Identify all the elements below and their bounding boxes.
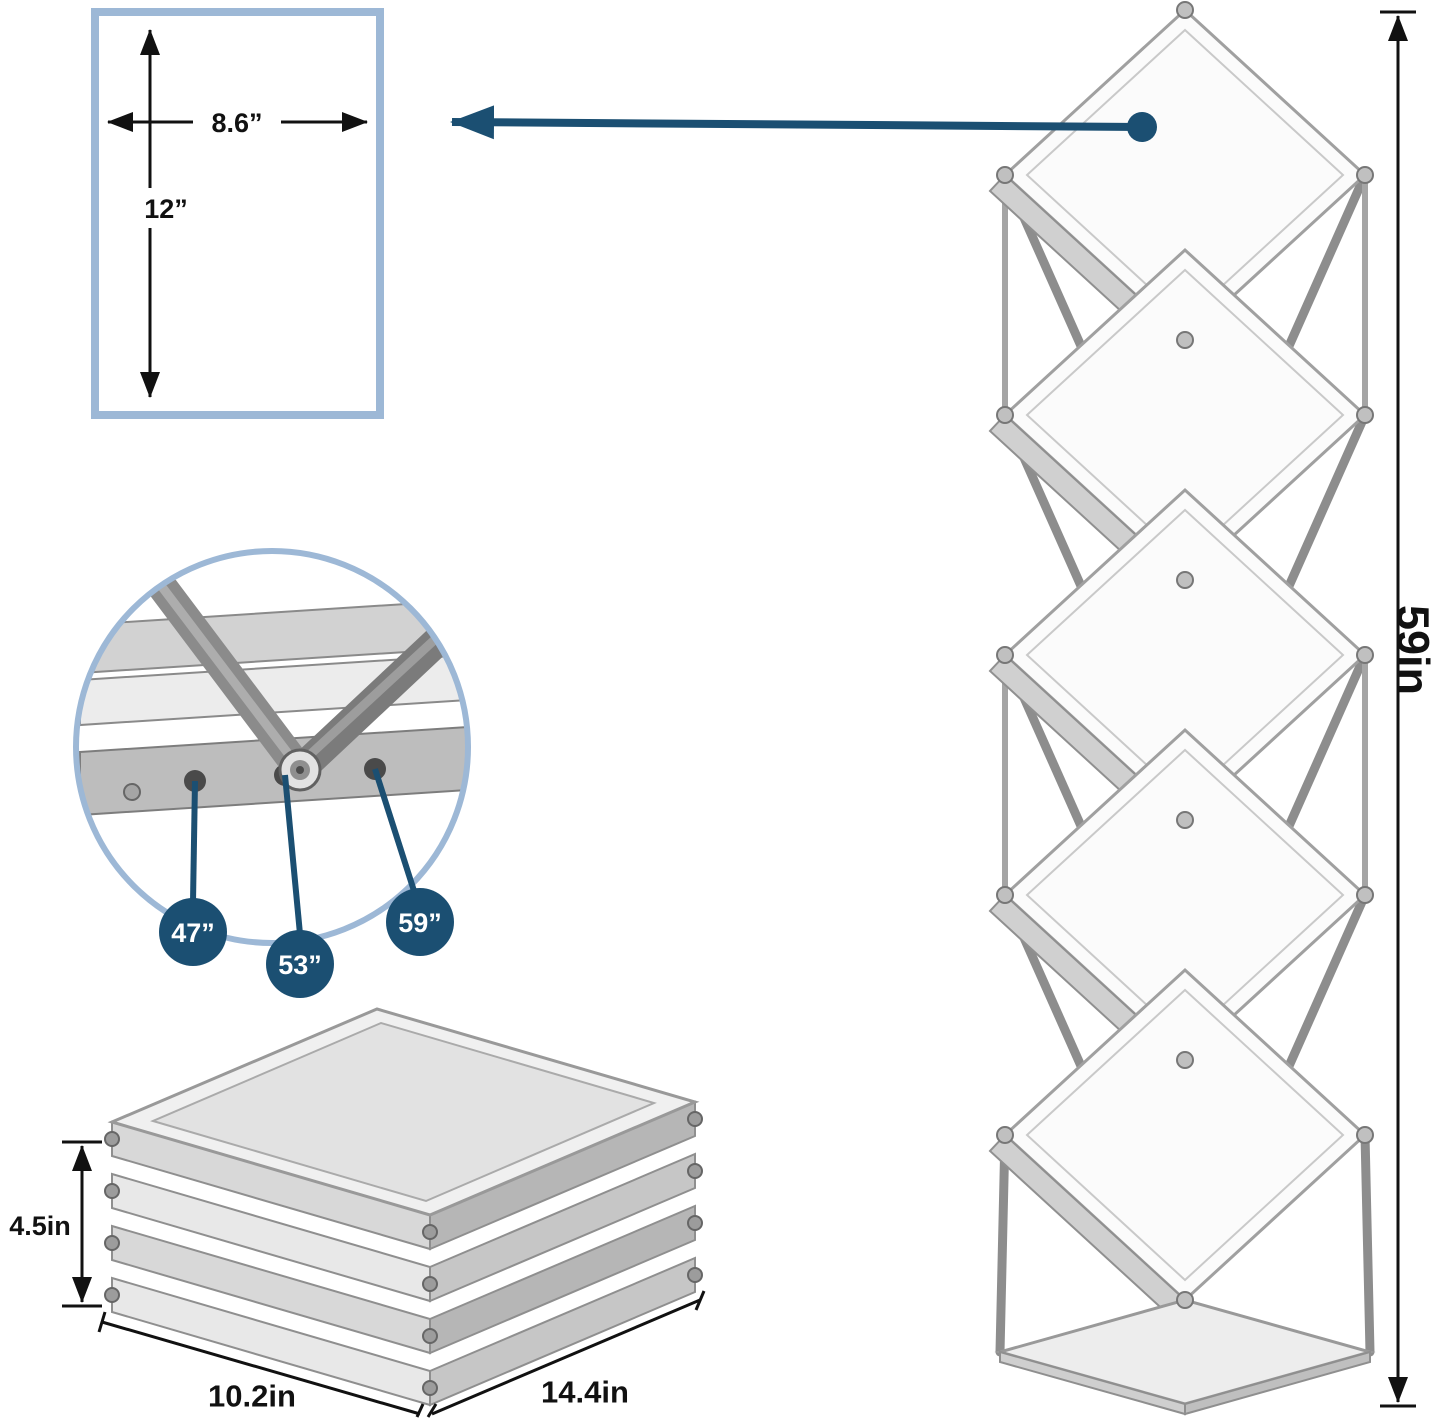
screw [123,783,141,801]
folded-width-label: 14.4in [541,1375,629,1410]
folded-width-dimension: 14.4in [426,1290,706,1418]
folded-depth-label: 10.2in [208,1379,296,1414]
expanded-height-dimension: 59in [1380,10,1439,1408]
pocket-size-diagram: 8.6” 12” [91,8,384,419]
ball-joints [996,1,1374,1309]
folded-top-tray [107,1007,700,1217]
folded-hinge-joints [104,1111,703,1396]
height-badge-47-label: 47” [171,918,215,948]
height-badge-59-label: 59” [398,908,442,938]
folded-depth-dimension: 10.2in [97,1311,425,1418]
folded-stand-illustration: 4.5in 10.2in 14.4in [9,1007,706,1418]
label-backdrop [193,102,281,142]
side-rails [1002,175,1368,895]
pocket-width-label: 8.6” [211,108,262,138]
expanded-stand-illustration [988,1,1376,1416]
height-badge-53 [266,930,334,998]
pointer-arrow [450,105,1143,140]
expanded-height-label: 59in [1388,605,1439,695]
pocket-pointer [450,105,1157,142]
height-badge-59 [386,888,454,956]
height-setting-callouts: 47” 53” 59” [159,768,454,998]
base-plate [994,1298,1376,1416]
folded-height-dimension: 4.5in [9,1140,102,1308]
pointer-dot [1127,112,1157,142]
pocket-height-label: 12” [144,194,188,224]
height-adjustment-detail: 47” 53” 59” [73,548,471,998]
detail-circle-border [73,548,471,946]
shelf-panels [988,7,1368,1318]
height-badge-53-label: 53” [278,950,322,980]
label-backdrop [134,188,198,228]
folded-height-label: 4.5in [9,1211,71,1241]
height-badge-47 [159,898,227,966]
